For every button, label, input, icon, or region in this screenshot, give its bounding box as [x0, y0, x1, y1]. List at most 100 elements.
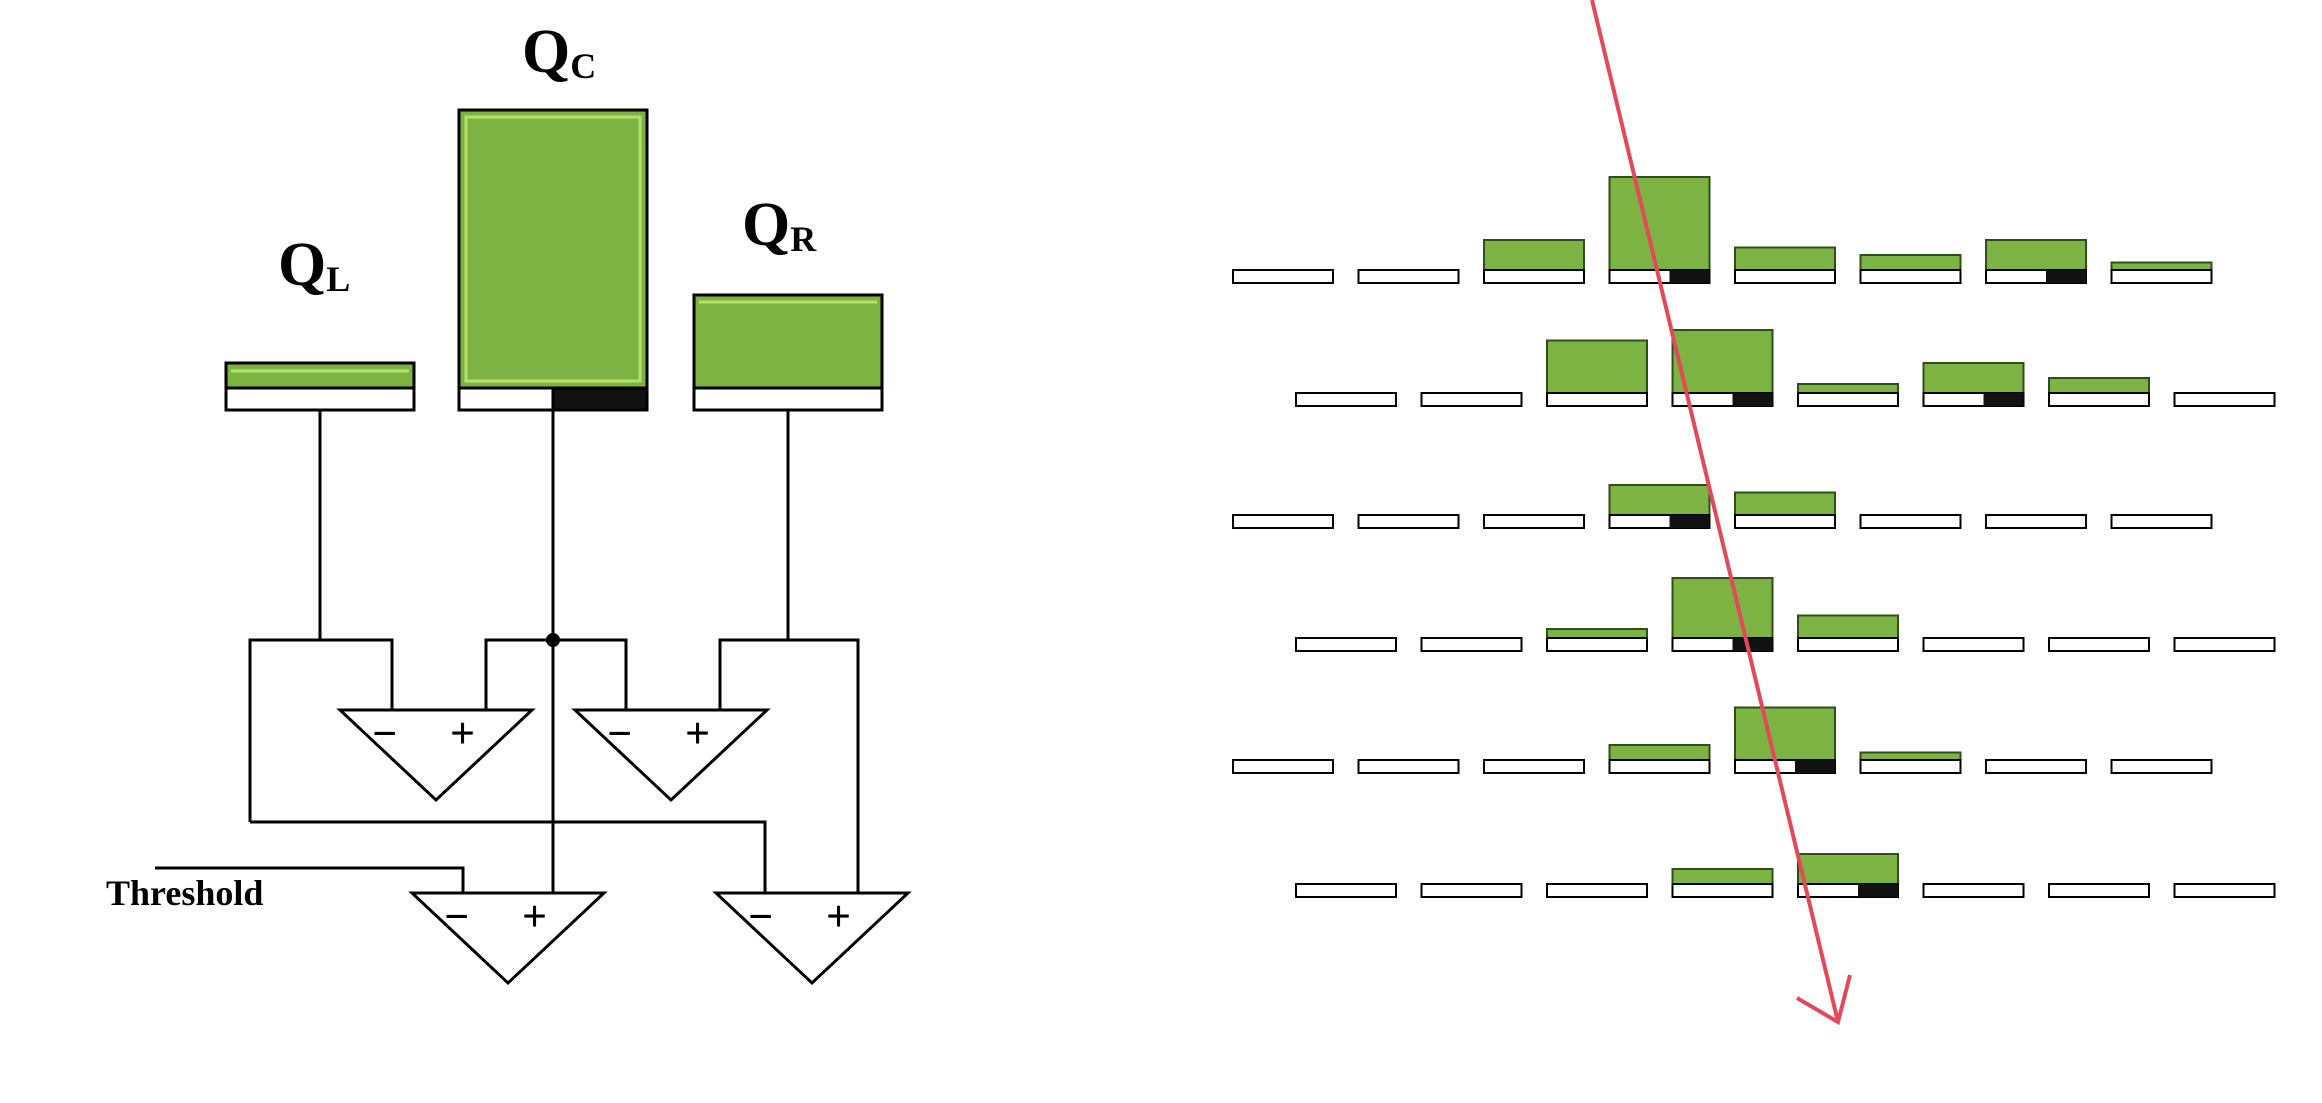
centroid-marker	[1669, 270, 1710, 283]
strip-layer-6	[1295, 853, 2276, 898]
svg-text:+: +	[685, 709, 710, 758]
readout-strip	[1797, 392, 1899, 407]
readout-strip	[2110, 759, 2213, 774]
charge-bar	[1608, 484, 1711, 516]
centroid-marker	[1795, 760, 1835, 773]
strip-layer-3	[1232, 484, 2213, 529]
readout-strip	[1295, 883, 1397, 898]
readout-strip	[2048, 392, 2150, 407]
charge-bar	[1608, 744, 1711, 761]
readout-strip	[1232, 759, 1334, 774]
comparator-circuit: QC QL QR	[106, 18, 912, 986]
readout-strip	[1922, 883, 2025, 898]
pad-left-charge	[224, 361, 416, 390]
readout-strip	[2048, 637, 2150, 652]
charge-bar	[2048, 377, 2150, 394]
svg-text:+: +	[450, 709, 475, 758]
readout-strip	[2173, 637, 2276, 652]
readout-strip	[2173, 883, 2276, 898]
qr-label: QR	[742, 191, 817, 259]
charge-bar	[1671, 868, 1774, 885]
circuit-wires	[155, 410, 860, 893]
readout-strip	[1420, 392, 1523, 407]
readout-strip	[1295, 392, 1397, 407]
particle-track	[1590, 0, 1852, 1026]
readout-strip	[1546, 883, 1648, 898]
pad-left	[224, 361, 416, 412]
readout-strip	[1232, 514, 1334, 529]
pad-center	[457, 108, 649, 412]
readout-strip	[1483, 759, 1585, 774]
readout-strip	[1859, 759, 1962, 774]
charge-bar	[1608, 176, 1711, 271]
centroid-marker	[1732, 393, 1773, 406]
charge-bar	[1546, 339, 1648, 394]
centroid-marker	[1983, 393, 2024, 406]
readout-strip	[1797, 637, 1899, 652]
readout-strip	[2048, 883, 2150, 898]
readout-strip	[1922, 637, 2025, 652]
comparator-3: − +	[408, 891, 608, 986]
pad-right-strip	[692, 386, 884, 412]
readout-strip	[1546, 637, 1648, 652]
charge-bar	[1671, 329, 1774, 394]
readout-strip	[2110, 514, 2213, 529]
readout-strip	[1357, 759, 1460, 774]
threshold-label: Threshold	[106, 873, 263, 913]
strip-layer-2	[1295, 329, 2276, 407]
readout-strip	[1420, 637, 1523, 652]
pad-center-charge	[457, 108, 649, 390]
charge-bar	[1734, 491, 1836, 516]
charge-bar	[1797, 853, 1899, 885]
centroid-marker	[1669, 515, 1710, 528]
svg-text:−: −	[607, 709, 632, 758]
charge-bar	[1797, 614, 1899, 639]
charge-bar	[1483, 239, 1585, 271]
readout-strip	[1859, 514, 1962, 529]
charge-bar	[1734, 246, 1836, 271]
charge-bar	[1859, 751, 1962, 761]
charge-bar	[1922, 362, 2025, 394]
charge-bar	[1734, 706, 1836, 761]
charge-bar	[1859, 254, 1962, 271]
charge-bar	[1797, 383, 1899, 394]
pad-center-highlight	[464, 115, 642, 383]
readout-strip	[1546, 392, 1648, 407]
readout-strip	[1734, 269, 1836, 284]
readout-strip	[1985, 759, 2087, 774]
readout-strip	[1295, 637, 1397, 652]
centroid-marker	[2046, 270, 2086, 283]
pad-right	[692, 293, 884, 412]
readout-strip	[1859, 269, 1962, 284]
readout-strip	[1483, 514, 1585, 529]
svg-text:−: −	[748, 892, 773, 941]
readout-strip	[1483, 269, 1585, 284]
readout-strip	[2110, 269, 2213, 284]
qc-label: QC	[522, 18, 596, 86]
readout-strip	[1357, 514, 1460, 529]
svg-text:−: −	[444, 892, 469, 941]
readout-strip	[1671, 883, 1774, 898]
centroid-marker	[1858, 884, 1898, 897]
charge-bar	[2110, 261, 2213, 271]
readout-strip	[1608, 759, 1711, 774]
strip-layers	[1232, 176, 2276, 898]
svg-text:−: −	[372, 709, 397, 758]
readout-strip	[1232, 269, 1334, 284]
svg-text:+: +	[826, 892, 851, 941]
strip-layer-1	[1232, 176, 2213, 284]
pad-center-marker	[551, 386, 649, 412]
svg-text:+: +	[522, 892, 547, 941]
comparator-1: − +	[336, 708, 536, 803]
charge-bar	[1671, 577, 1774, 639]
readout-strip	[1734, 514, 1836, 529]
charge-bar	[1546, 628, 1648, 639]
charge-bar	[1985, 239, 2087, 271]
strip-layer-4	[1295, 577, 2276, 652]
pad-right-charge	[692, 293, 884, 390]
comparator-4: − +	[712, 891, 912, 986]
readout-strip	[1985, 514, 2087, 529]
centroid-marker	[1732, 638, 1773, 651]
